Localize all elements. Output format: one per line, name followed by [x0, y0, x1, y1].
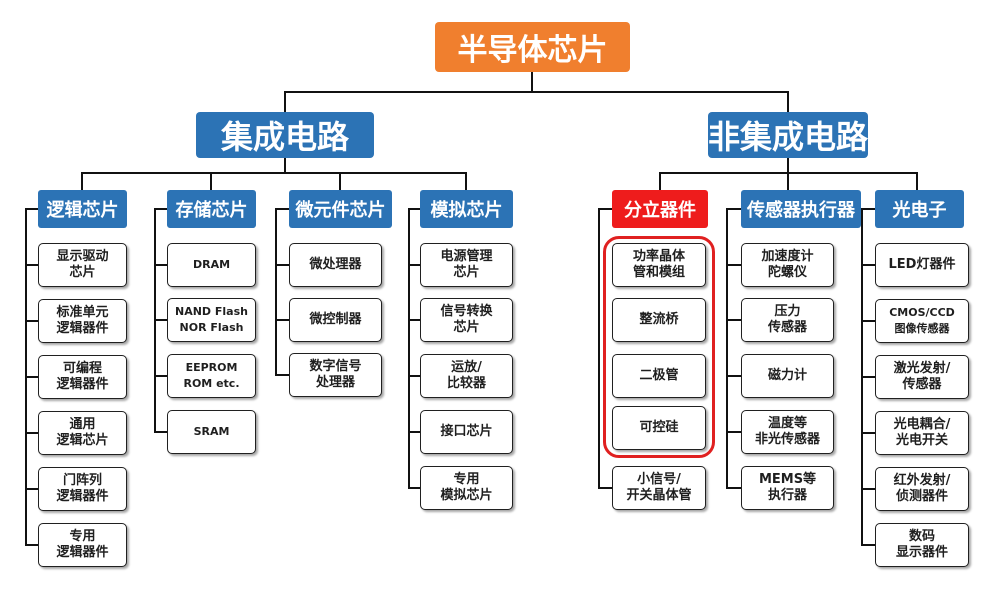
sensor-item: 温度等 非光传感器: [741, 410, 834, 454]
memory-item: EEPROM ROM etc.: [167, 354, 256, 398]
discrete-item: 功率晶体 管和模组: [612, 243, 706, 287]
logic-item: 显示驱动 芯片: [38, 243, 127, 287]
category-sensor-actuator: 传感器执行器: [741, 190, 861, 228]
logic-item: 门阵列 逻辑器件: [38, 467, 127, 511]
sensor-item: MEMS等 执行器: [741, 466, 834, 510]
opto-item: 红外发射/ 侦测器件: [875, 467, 969, 511]
opto-item: 光电耦合/ 光电开关: [875, 411, 969, 455]
discrete-item: 整流桥: [612, 298, 706, 342]
logic-item: 可编程 逻辑器件: [38, 355, 127, 399]
micro-item: 微控制器: [289, 298, 382, 342]
highlight-frame: [603, 236, 715, 458]
sensor-item: 加速度计 陀螺仪: [741, 243, 834, 287]
sensor-item: 压力 传感器: [741, 298, 834, 342]
analog-item: 专用 模拟芯片: [420, 466, 513, 510]
discrete-item: 小信号/ 开关晶体管: [612, 466, 706, 510]
logic-item: 标准单元 逻辑器件: [38, 299, 127, 343]
category-logic-chip: 逻辑芯片: [38, 190, 127, 228]
category-analog-chip: 模拟芯片: [420, 190, 513, 228]
micro-item: 微处理器: [289, 243, 382, 287]
opto-item: CMOS/CCD 图像传感器: [875, 299, 969, 343]
analog-item: 接口芯片: [420, 410, 513, 454]
analog-item: 运放/ 比较器: [420, 354, 513, 398]
category-discrete-device: 分立器件: [612, 190, 708, 228]
category-micro-component-chip: 微元件芯片: [289, 190, 392, 228]
memory-item: SRAM: [167, 410, 256, 454]
opto-item: LED灯器件: [875, 243, 969, 287]
category-optoelectronics: 光电子: [875, 190, 964, 228]
root-node: 半导体芯片: [435, 22, 630, 72]
memory-item: DRAM: [167, 243, 256, 287]
opto-item: 激光发射/ 传感器: [875, 355, 969, 399]
analog-item: 电源管理 芯片: [420, 243, 513, 287]
non-integrated-circuit-node: 非集成电路: [708, 112, 868, 158]
opto-item: 数码 显示器件: [875, 523, 969, 567]
micro-item: 数字信号 处理器: [289, 353, 382, 397]
sensor-item: 磁力计: [741, 354, 834, 398]
category-memory-chip: 存储芯片: [167, 190, 256, 228]
logic-item: 专用 逻辑器件: [38, 523, 127, 567]
integrated-circuit-node: 集成电路: [196, 112, 374, 158]
logic-item: 通用 逻辑芯片: [38, 411, 127, 455]
analog-item: 信号转换 芯片: [420, 298, 513, 342]
discrete-item: 二极管: [612, 354, 706, 398]
memory-item: NAND Flash NOR Flash: [167, 298, 256, 342]
discrete-item: 可控硅: [612, 406, 706, 450]
